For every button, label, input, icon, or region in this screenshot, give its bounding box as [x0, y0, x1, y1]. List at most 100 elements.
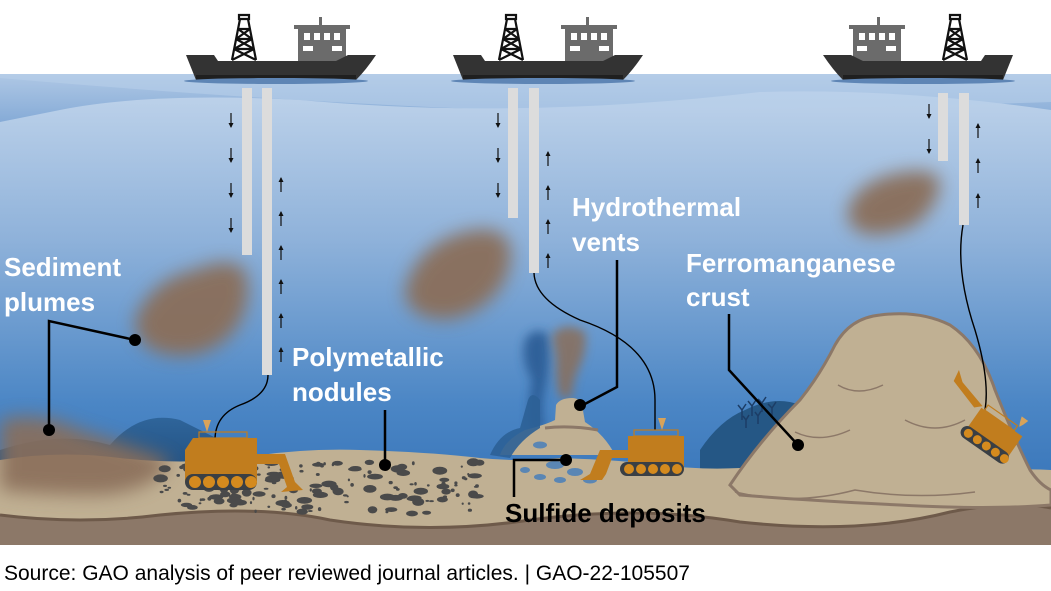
nodule [252, 496, 255, 501]
nodule [331, 463, 335, 467]
arrow-down-icon [228, 148, 234, 163]
arrow-down-icon [926, 139, 932, 154]
nodule [379, 493, 395, 501]
nodule [385, 507, 398, 512]
nodule [323, 462, 326, 466]
nodule [460, 465, 463, 468]
arrow-up-icon [278, 177, 284, 192]
nodule [256, 473, 261, 476]
nodule [295, 506, 298, 510]
discharge-pipe-3 [938, 93, 948, 161]
nodule [422, 510, 432, 515]
nodule [177, 498, 182, 503]
arrow-up-icon [278, 211, 284, 226]
drill-derrick-icon [497, 13, 525, 61]
arrow-down-icon [495, 183, 501, 198]
label-polymetallic-2: nodules [292, 377, 392, 407]
nodule [186, 493, 191, 496]
nodule [467, 473, 470, 476]
nodule [299, 469, 304, 473]
discharge-pipe-1 [242, 88, 252, 255]
nodule [473, 485, 479, 488]
drill-derrick-icon [230, 13, 258, 61]
nodule [158, 465, 171, 473]
nodule [454, 481, 458, 485]
nodule [420, 489, 425, 494]
nodule [412, 497, 425, 506]
nodule [296, 497, 313, 504]
nodule [220, 491, 231, 498]
nodule [187, 505, 198, 510]
mining-ship-1 [184, 13, 376, 84]
nodule [164, 488, 169, 491]
leader-dot-sulfide [560, 454, 572, 466]
label-hydrothermal-1: Hydrothermal [572, 192, 741, 222]
nodule [442, 495, 448, 499]
label-ferromanganese-1: Ferromanganese [686, 248, 896, 278]
nodule [348, 467, 362, 472]
nodule [281, 507, 286, 511]
coral-icon [737, 396, 777, 428]
nodule [241, 488, 252, 497]
nodule [198, 502, 202, 505]
sand-mud-boundary [0, 503, 1051, 529]
nodule [176, 473, 180, 477]
arrow-up-icon [545, 185, 551, 200]
nodule [309, 483, 323, 488]
nodule [235, 497, 239, 502]
nodule [396, 469, 411, 476]
nodule [332, 460, 343, 466]
ship-cabin-icon [294, 17, 350, 61]
nodule [301, 504, 314, 510]
leader-dot-plume-seafloor [43, 424, 55, 436]
collector-vehicle-3 [953, 370, 1029, 464]
leader-sulfide [512, 458, 566, 497]
collector-vehicle-2 [580, 418, 684, 480]
label-sulfide-deposits: Sulfide deposits [505, 498, 706, 528]
nodule [363, 474, 366, 478]
nodule [367, 506, 378, 514]
leader-hydrothermal [582, 260, 619, 407]
arrow-up-icon [975, 158, 981, 173]
nodule [425, 499, 430, 502]
nodule [296, 508, 308, 515]
nodule [367, 470, 372, 474]
arrow-up-icon [278, 279, 284, 294]
nodule [312, 491, 328, 498]
nodule [200, 498, 206, 501]
arrow-down-icon [926, 104, 932, 119]
nodule [254, 509, 257, 513]
nodule [307, 510, 313, 512]
leader-dot-plume-water [129, 334, 141, 346]
nodule [167, 486, 172, 489]
lift-pipe-1 [262, 88, 272, 375]
nodule [411, 461, 415, 466]
source-note: Source: GAO analysis of peer reviewed jo… [4, 562, 690, 585]
arrow-up-icon [278, 347, 284, 362]
nodule [153, 474, 168, 483]
arrow-up-icon [545, 253, 551, 268]
discharge-pipe-2 [508, 88, 518, 218]
nodule [388, 480, 393, 485]
plume-middle [405, 229, 511, 320]
plume-left [135, 262, 249, 356]
ferromanganese-seamount [728, 312, 1051, 509]
arrow-up-icon [545, 151, 551, 166]
nodule [316, 461, 321, 466]
nodule [350, 483, 354, 487]
nodule [466, 458, 480, 467]
nodule [396, 463, 408, 471]
nodule [363, 485, 377, 493]
nodule [299, 464, 303, 468]
nodule [271, 481, 277, 485]
callout-leaders [43, 260, 804, 497]
nodule [461, 476, 466, 480]
label-ferromanganese-2: crust [686, 282, 750, 312]
seamount-body [728, 312, 1051, 509]
nodule [230, 500, 234, 505]
mining-illustration: Sediment plumes Polymetallic nodules Hyd… [0, 13, 1051, 545]
label-sediment-plumes-1: Sediment [4, 252, 121, 282]
leader-ferromanganese [727, 314, 798, 445]
lift-pipe-2 [529, 88, 539, 273]
drill-derrick-icon [941, 13, 969, 61]
